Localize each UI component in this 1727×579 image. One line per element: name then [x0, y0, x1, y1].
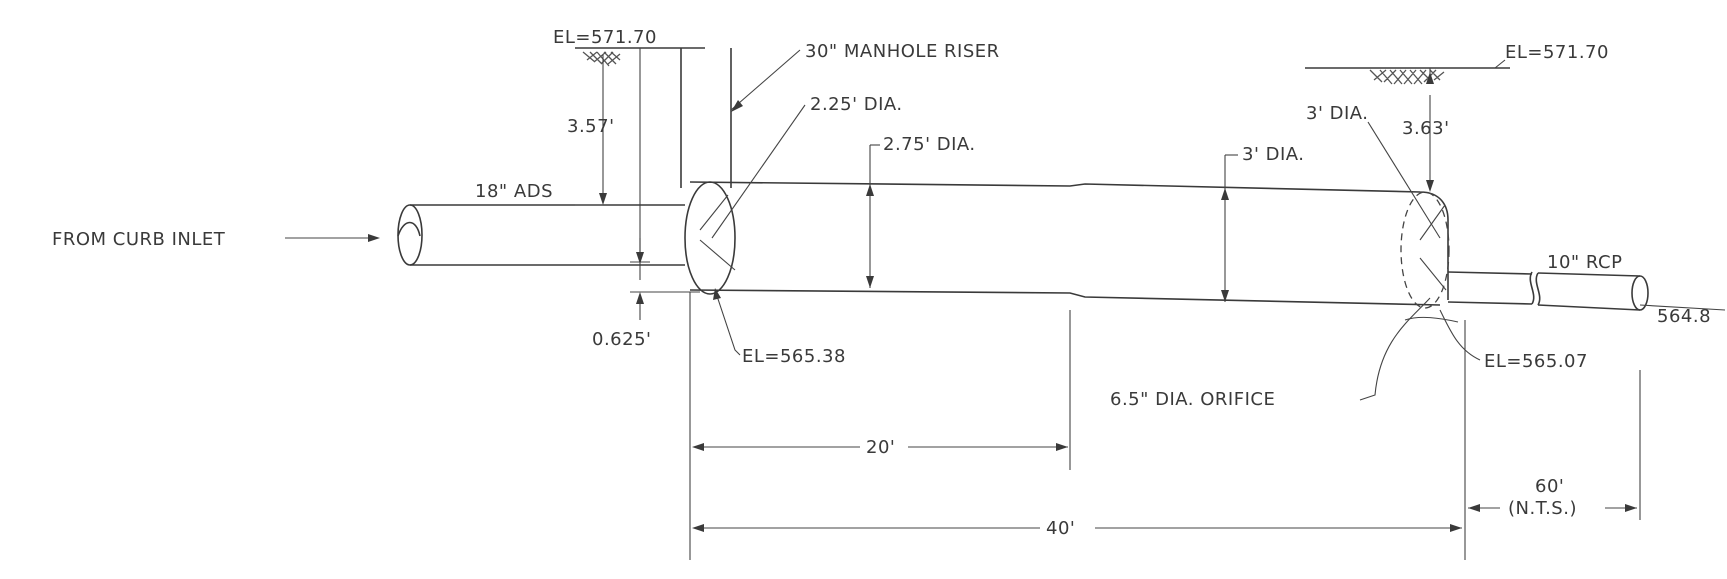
label-depth-363: 3.63'	[1402, 118, 1450, 139]
label-el-565-38: EL=565.38	[742, 346, 846, 367]
label-manhole-riser: 30" MANHOLE RISER	[805, 41, 1000, 62]
label-orifice: 6.5" DIA. ORIFICE	[1110, 389, 1275, 410]
label-pipe-10-rcp: 10" RCP	[1547, 252, 1622, 273]
label-pipe-18-ads: 18" ADS	[475, 181, 553, 202]
inlet-pipe-18-ads	[397, 204, 685, 266]
label-el-565-07: EL=565.07	[1484, 351, 1588, 372]
label-dim-40: 40'	[1046, 518, 1075, 539]
main-pipe	[684, 181, 1450, 309]
horizontal-dimensions	[689, 292, 1641, 560]
label-depth-357: 3.57'	[567, 116, 615, 137]
label-from-curb-inlet: FROM CURB INLET	[52, 229, 226, 250]
label-dim-60: 60'	[1535, 476, 1564, 497]
ground-hatch-right	[1305, 67, 1510, 85]
label-offset-0625: 0.625'	[592, 329, 651, 350]
label-dia-3-right: 3' DIA.	[1306, 103, 1369, 124]
label-dim-20: 20'	[866, 437, 895, 458]
label-el-top-left: EL=571.70	[553, 27, 657, 48]
label-el-top-right: EL=571.70	[1505, 42, 1609, 63]
label-dia-275: 2.75' DIA.	[883, 134, 976, 155]
outlet-pipe-10-rcp	[1404, 271, 1649, 323]
leader-lines	[285, 49, 1726, 401]
label-dim-nts: (N.T.S.)	[1508, 498, 1577, 519]
label-dia-225: 2.25' DIA.	[810, 94, 903, 115]
label-dia-3-mid: 3' DIA.	[1242, 144, 1305, 165]
label-el-564-8: 564.8	[1657, 306, 1711, 327]
